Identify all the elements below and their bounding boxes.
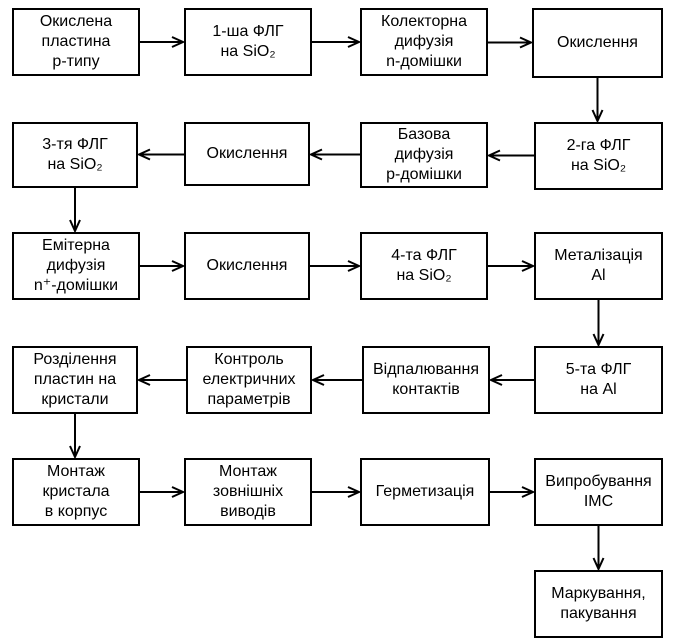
process-step-n18: Монтаж зовнішніх виводів — [184, 458, 312, 526]
step-label-line: кристали — [41, 391, 109, 408]
flow-arrow — [310, 374, 362, 386]
step-label-line: Колекторна — [381, 13, 467, 30]
step-label-line: Відпалювання — [372, 361, 479, 378]
flow-arrow — [490, 486, 536, 498]
process-step-n11: 4-та ФЛГ на SiO₂ — [360, 232, 488, 300]
flow-arrow — [140, 486, 186, 498]
step-label-line: кристала — [42, 483, 110, 500]
flow-arrow — [486, 149, 534, 162]
process-step-n4: Окислення — [532, 8, 663, 78]
step-label-line: n-домішки — [386, 53, 462, 70]
flow-arrow — [136, 148, 184, 161]
step-label-line: Монтаж — [219, 463, 277, 480]
step-label-line: n⁺-домішки — [33, 277, 119, 294]
step-label-line: зовнішніх — [212, 483, 284, 500]
process-step-n13: 5-та ФЛГ на Al — [534, 346, 663, 414]
process-step-n1: Окислена пластина р-типу — [12, 8, 140, 76]
flow-arrow — [310, 260, 362, 272]
step-label-line: пластина — [41, 33, 111, 50]
step-label-line: контактів — [392, 381, 460, 398]
step-label-line: Емітерна — [42, 237, 110, 254]
step-label-line: Маркування, — [551, 585, 646, 602]
flow-arrow — [312, 486, 362, 498]
step-label-line: Герметизація — [375, 483, 475, 500]
step-label-line: пластин на — [33, 371, 117, 388]
step-label-line: на Al — [580, 381, 617, 398]
step-label-line: Базова — [397, 126, 451, 143]
flow-arrow — [69, 188, 81, 234]
process-step-n7: Окислення — [184, 122, 310, 186]
step-label-line: 4-та ФЛГ — [391, 247, 457, 264]
flow-arrow — [592, 526, 605, 572]
process-step-n3: Колекторна дифузія n-домішки — [360, 8, 488, 76]
step-label-line: на SiO₂ — [47, 156, 103, 173]
step-label-line: Al — [591, 267, 606, 284]
step-label-line: 3-тя ФЛГ — [42, 136, 108, 153]
step-label-line: в корпус — [44, 503, 108, 520]
process-step-n2: 1-ша ФЛГ на SiO₂ — [184, 8, 312, 76]
step-label-line: Випробування — [545, 473, 652, 490]
flow-arrow — [140, 260, 186, 272]
process-step-n10: Окислення — [184, 232, 310, 300]
step-label-line: Монтаж — [47, 463, 105, 480]
step-label-line: пакування — [560, 605, 637, 622]
process-step-n17: Монтаж кристала в корпус — [12, 458, 140, 526]
step-label-line: р-домішки — [386, 166, 462, 183]
flow-arrow — [488, 374, 534, 386]
step-label-line: Окислена — [39, 13, 113, 30]
step-label-line: р-типу — [52, 53, 100, 70]
step-label-line: Контроль — [214, 351, 284, 368]
process-step-n16: Розділення пластин на кристали — [12, 346, 138, 414]
step-label-line: Окислення — [206, 145, 288, 162]
flow-arrow — [591, 78, 604, 124]
process-step-n8: 3-тя ФЛГ на SiO₂ — [12, 122, 138, 188]
process-step-n19: Герметизація — [360, 458, 490, 526]
step-label-line: Окислення — [206, 257, 288, 274]
step-label-line: на SiO₂ — [396, 267, 452, 284]
step-label-line: Металізація — [554, 247, 643, 264]
step-label-line: параметрів — [207, 391, 291, 408]
step-label-line: на SiO₂ — [220, 43, 276, 60]
step-label-line: дифузія — [46, 257, 106, 274]
step-label-line: Окислення — [557, 34, 638, 51]
step-label-line: дифузія — [394, 146, 454, 163]
process-step-n9: Емітерна дифузія n⁺-домішки — [12, 232, 140, 300]
step-label-line: електричних — [202, 371, 296, 388]
flow-arrow — [312, 36, 362, 48]
process-step-n6: Базова дифузія р-домішки — [360, 122, 488, 188]
process-step-n14: Відпалювання контактів — [362, 346, 490, 414]
flow-arrow — [69, 414, 81, 460]
flow-arrow — [140, 36, 186, 48]
step-label-line: 5-та ФЛГ — [565, 361, 632, 378]
step-label-line: 1-ша ФЛГ — [212, 23, 284, 40]
process-step-n15: Контроль електричних параметрів — [186, 346, 312, 414]
step-label-line: ІМС — [583, 493, 614, 510]
process-step-n5: 2-га ФЛГ на SiO₂ — [534, 122, 663, 190]
flow-arrow — [488, 260, 536, 272]
flow-arrow — [308, 148, 360, 161]
step-label-line: виводів — [220, 503, 276, 520]
step-label-line: 2-га ФЛГ — [566, 137, 631, 154]
step-label-line: дифузія — [394, 33, 454, 50]
flow-arrow — [488, 36, 534, 49]
flow-arrow — [136, 374, 186, 386]
flow-arrow — [592, 300, 605, 348]
process-step-n21: Маркування, пакування — [534, 570, 663, 638]
step-label-line: Розділення — [33, 351, 117, 368]
step-label-line: на SiO₂ — [570, 157, 627, 174]
